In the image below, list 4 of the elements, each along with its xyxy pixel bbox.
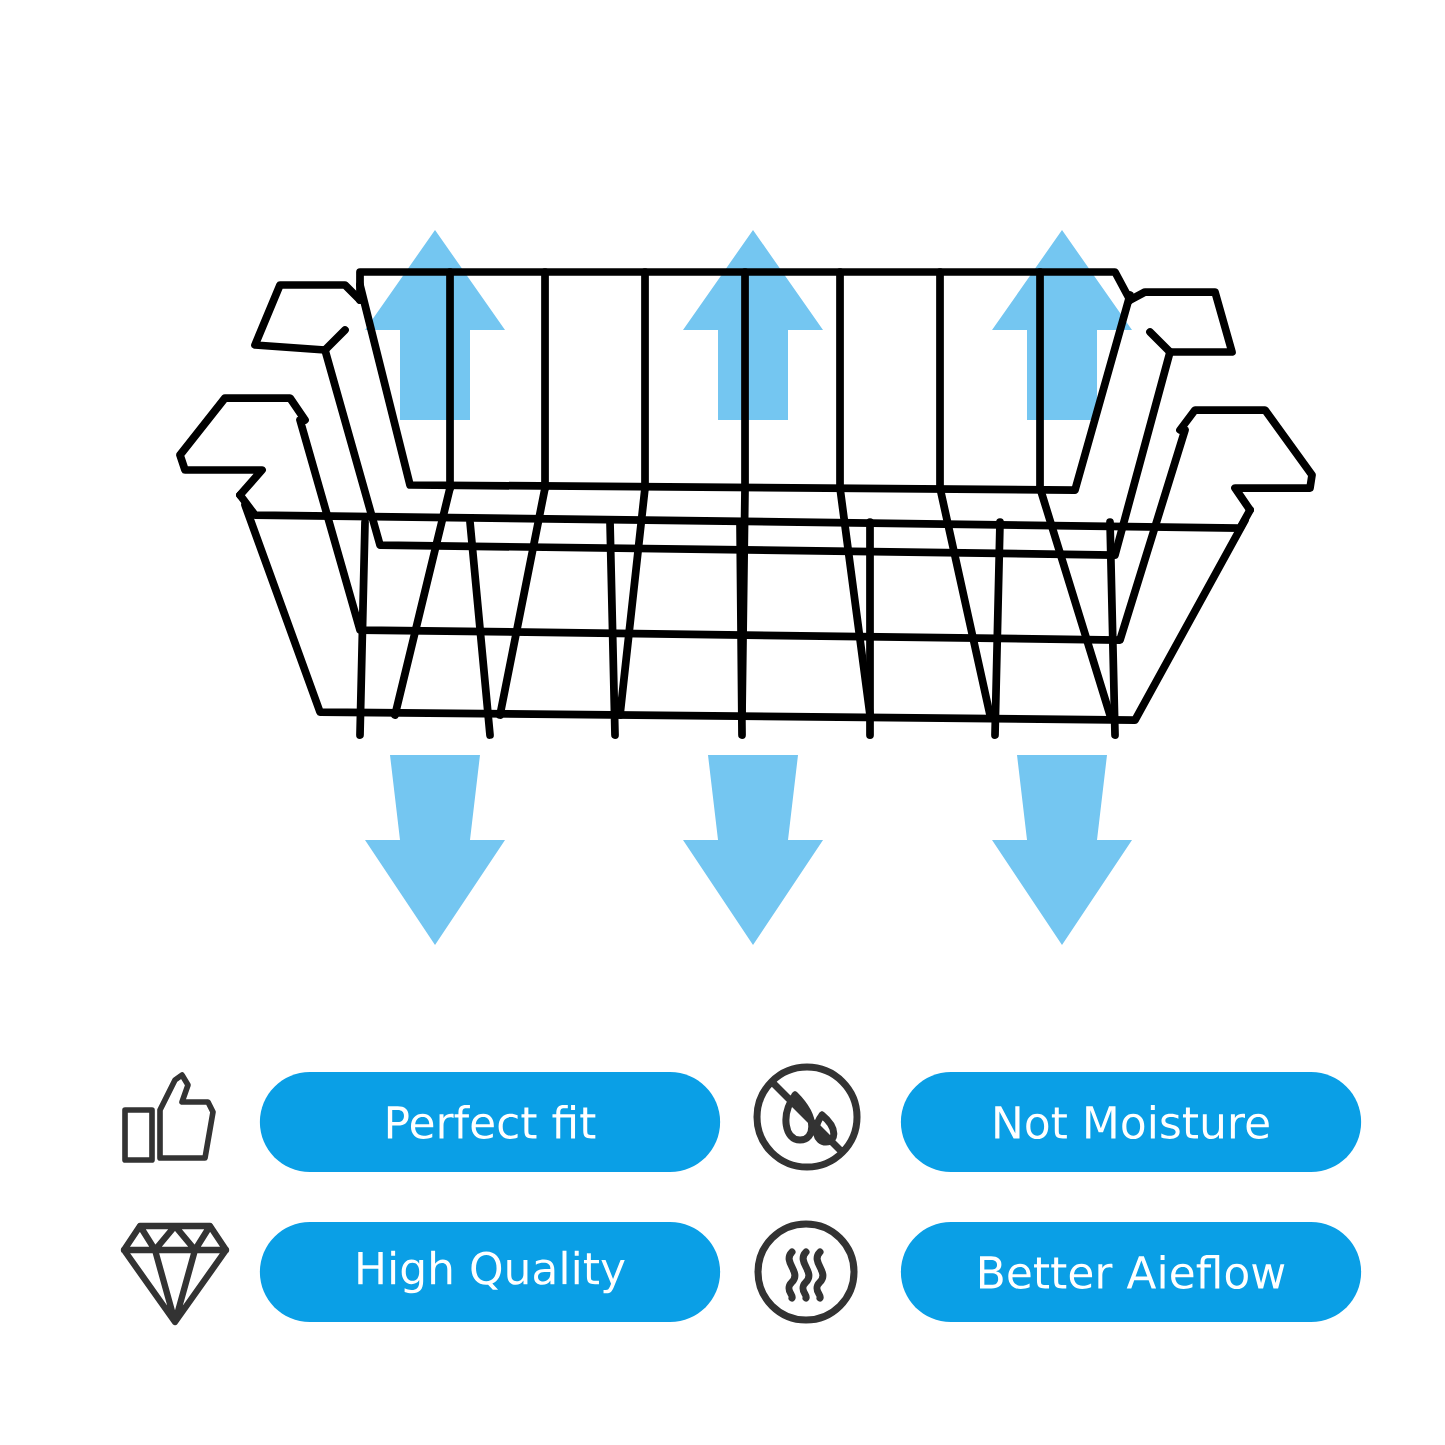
feature-banner: Better Aieflow: [900, 1222, 1362, 1323]
feature-banner: High Quality: [259, 1222, 721, 1323]
feature-banner: Not Moisture: [900, 1072, 1362, 1173]
feature-banner: Perfect fit: [259, 1072, 721, 1173]
